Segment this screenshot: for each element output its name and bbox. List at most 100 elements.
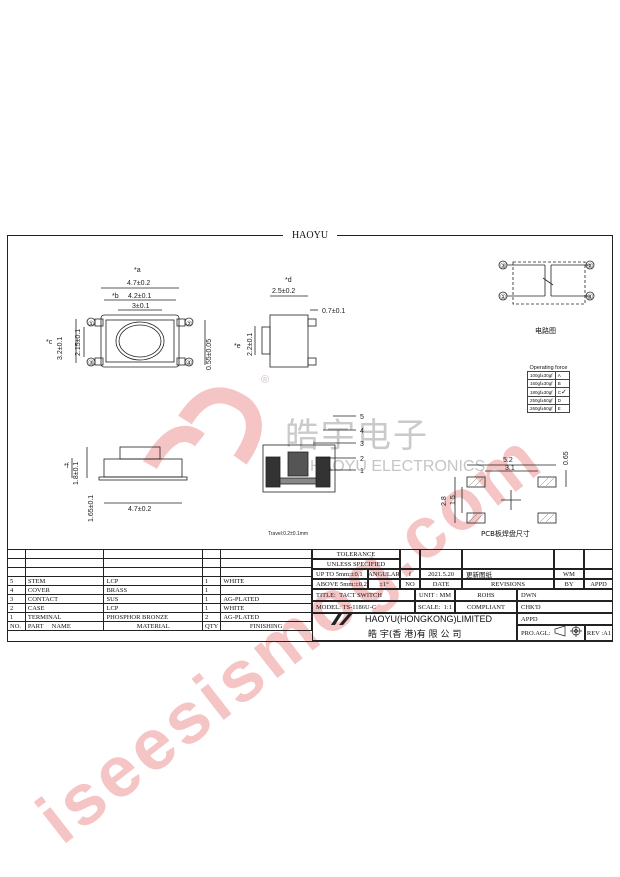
schem-pin-1: ① (500, 293, 506, 301)
tb-date: DATE (420, 579, 462, 589)
watermark-en: HAOYU ELECTRONICS (310, 458, 486, 475)
tb-appd2: APPD (517, 613, 613, 625)
frame-title: HAOYU (283, 229, 337, 243)
tb-model-val: TS-1186U-C (342, 603, 377, 611)
watermark-logo (143, 387, 262, 470)
dim-inner: 3±0.1 (132, 303, 150, 310)
tb-up-to: UP TO 5mm:±0.1 (312, 569, 368, 579)
pcb-w1: 5.2 (503, 457, 513, 464)
haoyu-logo-icon (331, 612, 354, 625)
pin-1-top: ① (88, 320, 94, 328)
pcb-h3: 1.5 (450, 495, 457, 505)
part-callout-1: 1 (360, 468, 364, 475)
tb-angular-val: ±1° (368, 579, 400, 589)
dim-c-marker: *c (46, 339, 53, 346)
pcb-w2: 3.1 (505, 465, 515, 472)
tb-rev-mark: f (400, 569, 420, 579)
pin-3-top: ③ (88, 359, 94, 367)
dim-c2: 2.15±0.1 (75, 329, 82, 356)
tb-scale-val: 1:1 (443, 603, 452, 611)
pcb-h2: 2.8 (441, 496, 448, 506)
schem-pin-4: ④ (587, 293, 593, 301)
of-row-key: D (554, 396, 570, 405)
tb-by: BY (554, 579, 584, 589)
tb-above: ABOVE 5mm:±0.2 (312, 579, 368, 589)
tb-no: NO (400, 579, 420, 589)
tb-rev-desc: 更新图纸 (462, 569, 554, 579)
pcb-footprint (454, 464, 567, 524)
tb-model-lbl: MODEL: (316, 603, 341, 611)
top-view (75, 287, 206, 368)
side-view (254, 295, 318, 368)
check-icon: ✓ (560, 389, 567, 396)
tb-unit: UNIT : MM (415, 589, 455, 601)
of-row-value: 250gf±50gf (527, 396, 556, 405)
front-view (71, 446, 188, 504)
tb-wm: WM (554, 569, 584, 579)
of-title: Operating force (527, 364, 570, 372)
dim-d-marker: *d (285, 277, 292, 284)
tb-rev-date: 2021.5.20 (420, 569, 462, 579)
part-callout-2: 2 (360, 456, 364, 463)
of-row-key: A (554, 371, 570, 380)
pin-2-top: ② (186, 321, 192, 328)
dim-a: 4.7±0.2 (127, 280, 150, 287)
part-callout-4: 4 (360, 428, 364, 435)
projection-symbol-icon (554, 625, 582, 637)
of-row-key: C✓ (554, 387, 570, 397)
schem-pin-3: ③ (500, 262, 506, 270)
dim-bottom: 4.7±0.2 (128, 506, 151, 513)
part-callout-3: 3 (360, 441, 364, 448)
tb-angular: ANGULAR (368, 569, 400, 579)
dim-a-marker: *a (134, 267, 141, 274)
travel-note: Travel:0.2±0.1mm (268, 531, 308, 537)
tb-dwn: DWN (517, 589, 613, 601)
dim-b-marker: *b (112, 293, 119, 300)
watermark-cn: 皓宇电子 (285, 416, 429, 456)
tb-rev: REV :A1 (585, 625, 613, 641)
dim-e: 2.2±0.1 (247, 333, 254, 356)
schematic (498, 260, 595, 305)
of-row-key: E (554, 404, 570, 413)
tb-pro-agl: PRO.AGL: (517, 625, 585, 641)
tb-appd: APPD (584, 579, 613, 589)
section-view (262, 415, 356, 493)
pcb-label: PCB板焊盘尺寸 (481, 530, 530, 538)
pcb-h1: 0.65 (563, 451, 570, 465)
dim-e-marker: *e (234, 343, 241, 350)
registered-mark: ® (261, 374, 270, 386)
of-row-value: 260gf±50gf (527, 404, 556, 413)
pcb-hatching (468, 477, 555, 523)
tb-unless: UNLESS SPECIFIED (312, 559, 400, 569)
dim-d2: 0.7±0.1 (322, 308, 345, 315)
dim-f: 1.8±0.1 (73, 462, 80, 485)
dim-f2: 1.65±0.1 (88, 495, 95, 522)
tb-revisions: REVISIONS (462, 579, 554, 589)
dim-f-marker: *f (64, 463, 69, 470)
dim-side-h: 0.55±0.05 (206, 339, 213, 370)
dim-b: 4.2±0.1 (128, 293, 151, 300)
tb-compliant: COMPLIANT (455, 601, 517, 613)
tb-rohs: ROHS (455, 589, 517, 601)
pin-4-top: ④ (186, 359, 192, 367)
tb-title-lbl: TITLE: (316, 591, 336, 599)
of-row-value: 180gf±30gf (527, 387, 556, 397)
tb-company-en: HAOYU(HONGKONG)LIMITED (365, 614, 493, 624)
schematic-label: 电路图 (535, 327, 556, 335)
of-row-value: 100gf±30gf (527, 371, 556, 380)
tb-title-val: TACT SWITCH (339, 591, 382, 599)
dim-c: 3.2±0.1 (57, 337, 64, 360)
tb-scale-lbl: SCALE: (418, 603, 441, 611)
schem-pin-2: ② (587, 263, 593, 270)
of-row-key: B (554, 379, 570, 388)
tb-company-cn: 皓 宇(香 港)有 限 公 司 (368, 630, 462, 640)
